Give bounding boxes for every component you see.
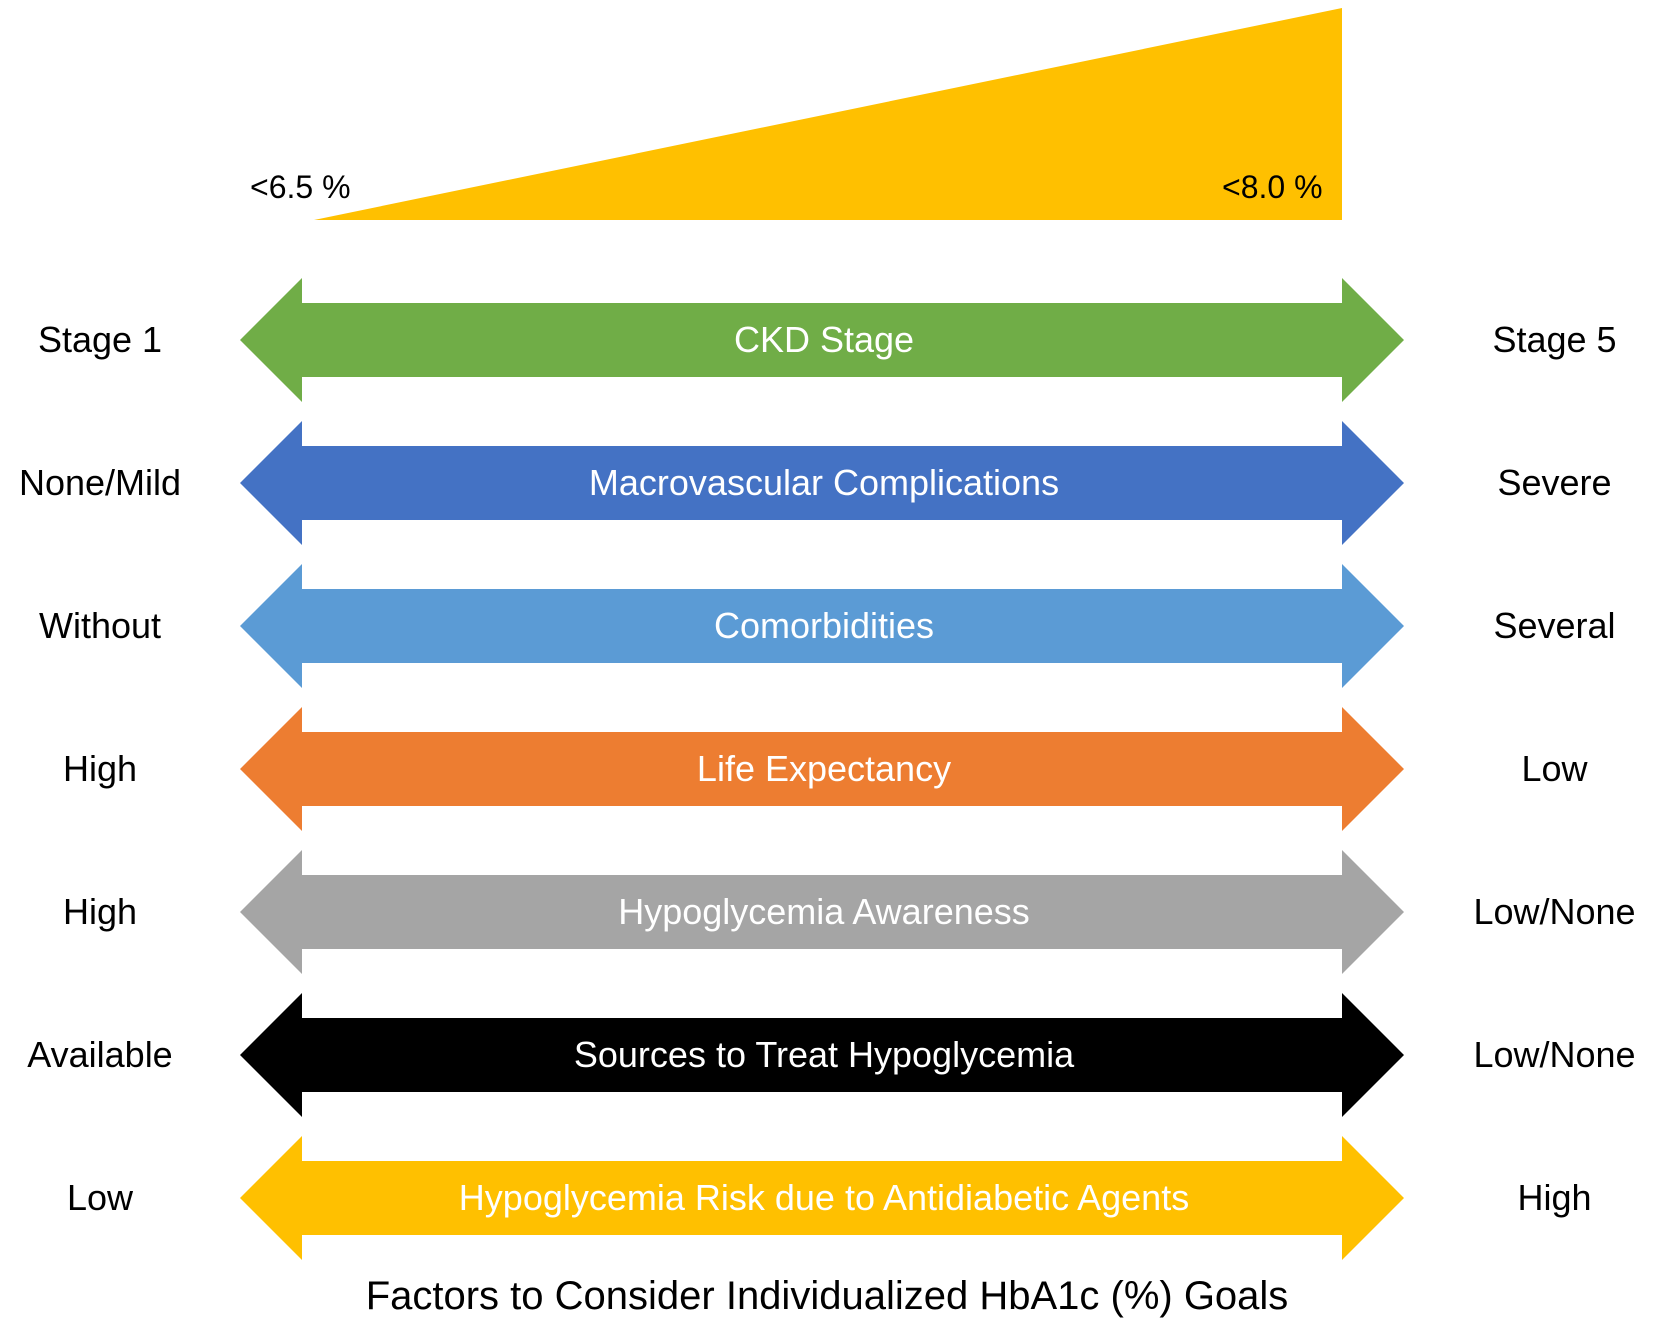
diagram-caption: Factors to Consider Individualized HbA1c…	[365, 1274, 1289, 1318]
left-extreme-label: Available	[27, 1034, 173, 1075]
factor-row-life-expectancy: High Life Expectancy Low	[0, 707, 1654, 831]
right-extreme-label: Low/None	[1473, 1034, 1636, 1075]
arrow-label: CKD Stage	[733, 319, 915, 360]
double-arrow	[240, 421, 1404, 545]
double-arrow	[240, 278, 1404, 402]
arrow-label: Comorbidities	[713, 605, 935, 646]
right-extreme-label: High	[1517, 1177, 1592, 1218]
hba1c-goal-wedge	[314, 8, 1342, 220]
right-extreme-label: Low/None	[1473, 891, 1636, 932]
arrow-label: Hypoglycemia Risk due to Antidiabetic Ag…	[458, 1177, 1190, 1218]
left-extreme-label: High	[62, 748, 138, 789]
factor-row-comorbidities: Without Comorbidities Several	[0, 564, 1654, 688]
left-extreme-label: Low	[66, 1177, 134, 1218]
arrow-label: Hypoglycemia Awareness	[618, 891, 1030, 932]
right-extreme-label: Severe	[1497, 462, 1612, 503]
double-arrow	[240, 707, 1404, 831]
left-extreme-label: Without	[38, 605, 162, 646]
wedge-low-goal-label: <6.5 %	[250, 169, 351, 205]
arrow-label: Macrovascular Complications	[588, 462, 1060, 503]
double-arrow	[240, 850, 1404, 974]
arrow-label: Life Expectancy	[696, 748, 952, 789]
wedge-triangle	[314, 8, 1342, 220]
left-extreme-label: Stage 1	[37, 319, 163, 360]
factor-row-ckd-stage: Stage 1 CKD Stage Stage 5	[0, 278, 1654, 402]
wedge-high-goal-label: <8.0 %	[1222, 169, 1323, 205]
right-extreme-label: Low	[1521, 748, 1588, 789]
left-extreme-label: High	[62, 891, 138, 932]
arrow-label: Sources to Treat Hypoglycemia	[573, 1034, 1075, 1075]
factor-row-hypoglycemia-risk: Low Hypoglycemia Risk due to Antidiabeti…	[0, 1136, 1654, 1260]
right-extreme-label: Several	[1493, 605, 1616, 646]
factor-row-sources-to-treat-hypoglycemia: Available Sources to Treat Hypoglycemia …	[0, 993, 1654, 1117]
left-extreme-label: None/Mild	[18, 462, 182, 503]
factor-row-hypoglycemia-awareness: High Hypoglycemia Awareness Low/None	[0, 850, 1654, 974]
double-arrow	[240, 1136, 1404, 1260]
right-extreme-label: Stage 5	[1492, 319, 1617, 360]
double-arrow	[240, 993, 1404, 1117]
factor-row-macrovascular-complications: None/Mild Macrovascular Complications Se…	[0, 421, 1654, 545]
double-arrow	[240, 564, 1404, 688]
